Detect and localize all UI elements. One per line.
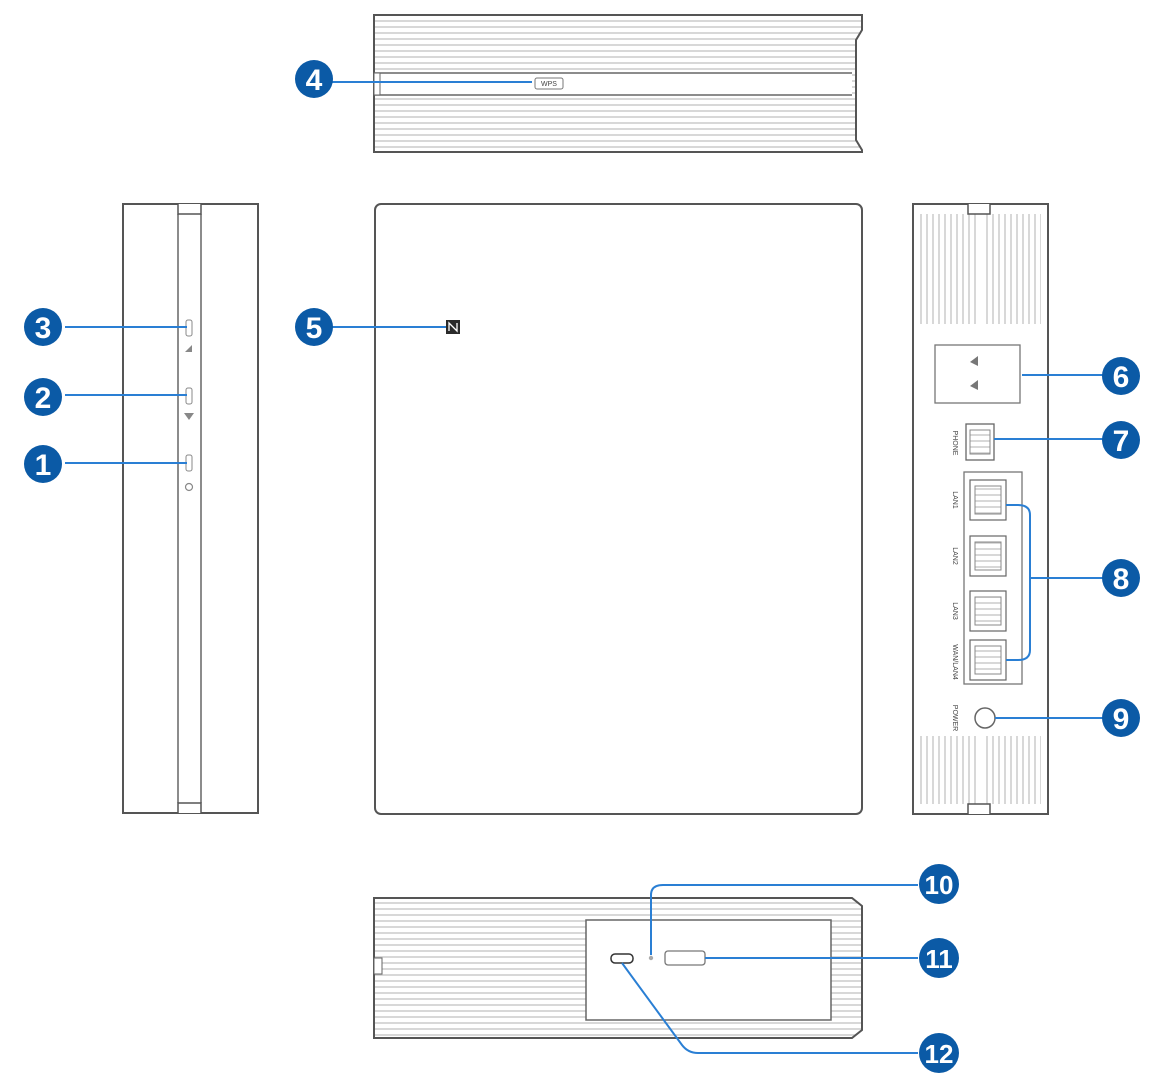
- wan-lan4-port: [969, 639, 1007, 681]
- callout-1: 1: [24, 445, 62, 483]
- front-view: [374, 203, 863, 815]
- svg-text:11: 11: [925, 944, 953, 974]
- power-label: POWER: [951, 705, 958, 731]
- bottom-view: [373, 897, 863, 1039]
- top-view: WPS: [373, 14, 863, 153]
- callout-12: 12: [919, 1033, 959, 1073]
- svg-text:12: 12: [925, 1039, 954, 1069]
- callouts: 4 3 2 1 5 6 7 8: [24, 60, 1140, 1073]
- lan3-label: LAN3: [951, 602, 958, 620]
- leader-lines: [65, 81, 1103, 1054]
- power-port: [974, 707, 996, 729]
- callout-5: 5: [295, 308, 333, 346]
- svg-text:4: 4: [306, 64, 323, 97]
- sim-slot: [934, 344, 1021, 404]
- lan2-label: LAN2: [951, 547, 958, 565]
- callout-9: 9: [1102, 699, 1140, 737]
- lan1-port: [969, 479, 1007, 521]
- svg-text:5: 5: [306, 312, 323, 345]
- phone-label: PHONE: [951, 431, 958, 456]
- svg-text:2: 2: [35, 382, 52, 415]
- lan1-label: LAN1: [951, 491, 958, 509]
- callout-11: 11: [919, 938, 959, 978]
- bottom-panel: [585, 919, 832, 1021]
- left-view: [122, 203, 259, 814]
- bottom-button: [664, 950, 706, 966]
- callout-4: 4: [295, 60, 333, 98]
- reset-hole: [648, 955, 654, 961]
- svg-text:9: 9: [1113, 703, 1130, 736]
- svg-text:1: 1: [35, 449, 52, 482]
- callout-8: 8: [1102, 559, 1140, 597]
- svg-text:6: 6: [1113, 361, 1130, 394]
- callout-7: 7: [1102, 421, 1140, 459]
- wifi-icon: [184, 413, 194, 420]
- rear-view: PHONE LAN1 LAN2 LAN3 WAN/LAN4 POWER: [912, 203, 1049, 815]
- callout-10: 10: [919, 864, 959, 904]
- wps-button: [534, 77, 564, 90]
- callout-2: 2: [24, 378, 62, 416]
- svg-text:3: 3: [35, 312, 52, 345]
- lan3-port: [969, 590, 1007, 632]
- callout-3: 3: [24, 308, 62, 346]
- wan-lan4-label: WAN/LAN4: [951, 644, 958, 680]
- lan2-port: [969, 535, 1007, 577]
- signal-icon: [185, 345, 192, 352]
- callout-6: 6: [1102, 357, 1140, 395]
- svg-text:10: 10: [925, 870, 954, 900]
- wps-label: WPS: [541, 81, 557, 88]
- svg-text:8: 8: [1113, 563, 1130, 596]
- power-icon: [184, 482, 194, 492]
- usb-c-port: [610, 953, 634, 964]
- svg-text:7: 7: [1113, 425, 1130, 458]
